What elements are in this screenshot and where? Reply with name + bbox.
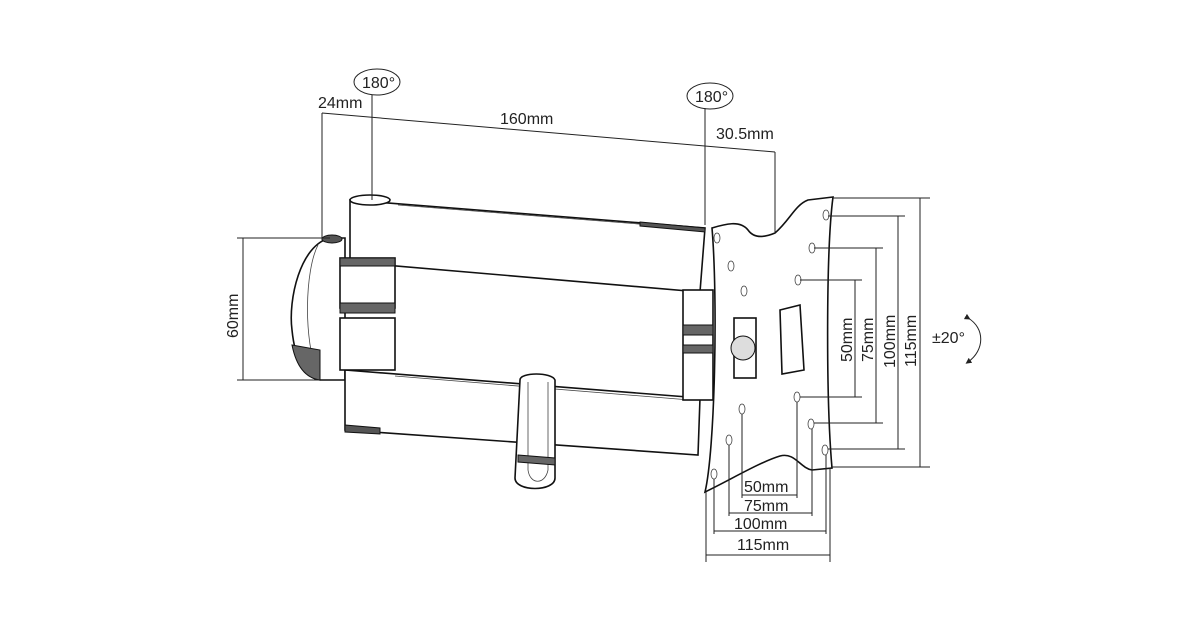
vesa-vertical-100: 100mm — [882, 315, 899, 368]
arm-dimension-lines — [237, 95, 776, 381]
vesa-plate — [703, 196, 834, 494]
wall-plate-height-label: 60mm — [225, 294, 242, 338]
tilt-label: ±20° — [932, 330, 965, 347]
vesa-horizontal-50: 50mm — [744, 479, 788, 496]
plate-offset-label: 30.5mm — [716, 126, 774, 143]
shoulder-rotation-label: 180° — [362, 75, 395, 92]
vesa-vertical-75: 75mm — [860, 318, 877, 362]
vesa-horizontal-115: 115mm — [737, 537, 789, 554]
vesa-vertical-50: 50mm — [839, 318, 856, 362]
wall-plate — [290, 234, 346, 381]
cable-clip — [514, 373, 556, 490]
hinge-blocks — [339, 257, 714, 401]
wall-offset-label: 24mm — [318, 95, 362, 112]
vesa-horizontal-100: 100mm — [734, 516, 787, 533]
elbow-rotation-label: 180° — [695, 89, 728, 106]
arm-length-label: 160mm — [500, 111, 553, 128]
vesa-vertical-dimension-lines — [800, 197, 930, 468]
upper-arm — [349, 194, 706, 293]
vesa-horizontal-dimension-lines — [705, 402, 831, 562]
vesa-horizontal-75: 75mm — [744, 498, 788, 515]
rotation-indicators — [353, 68, 982, 364]
vesa-vertical-115: 115mm — [903, 315, 920, 367]
